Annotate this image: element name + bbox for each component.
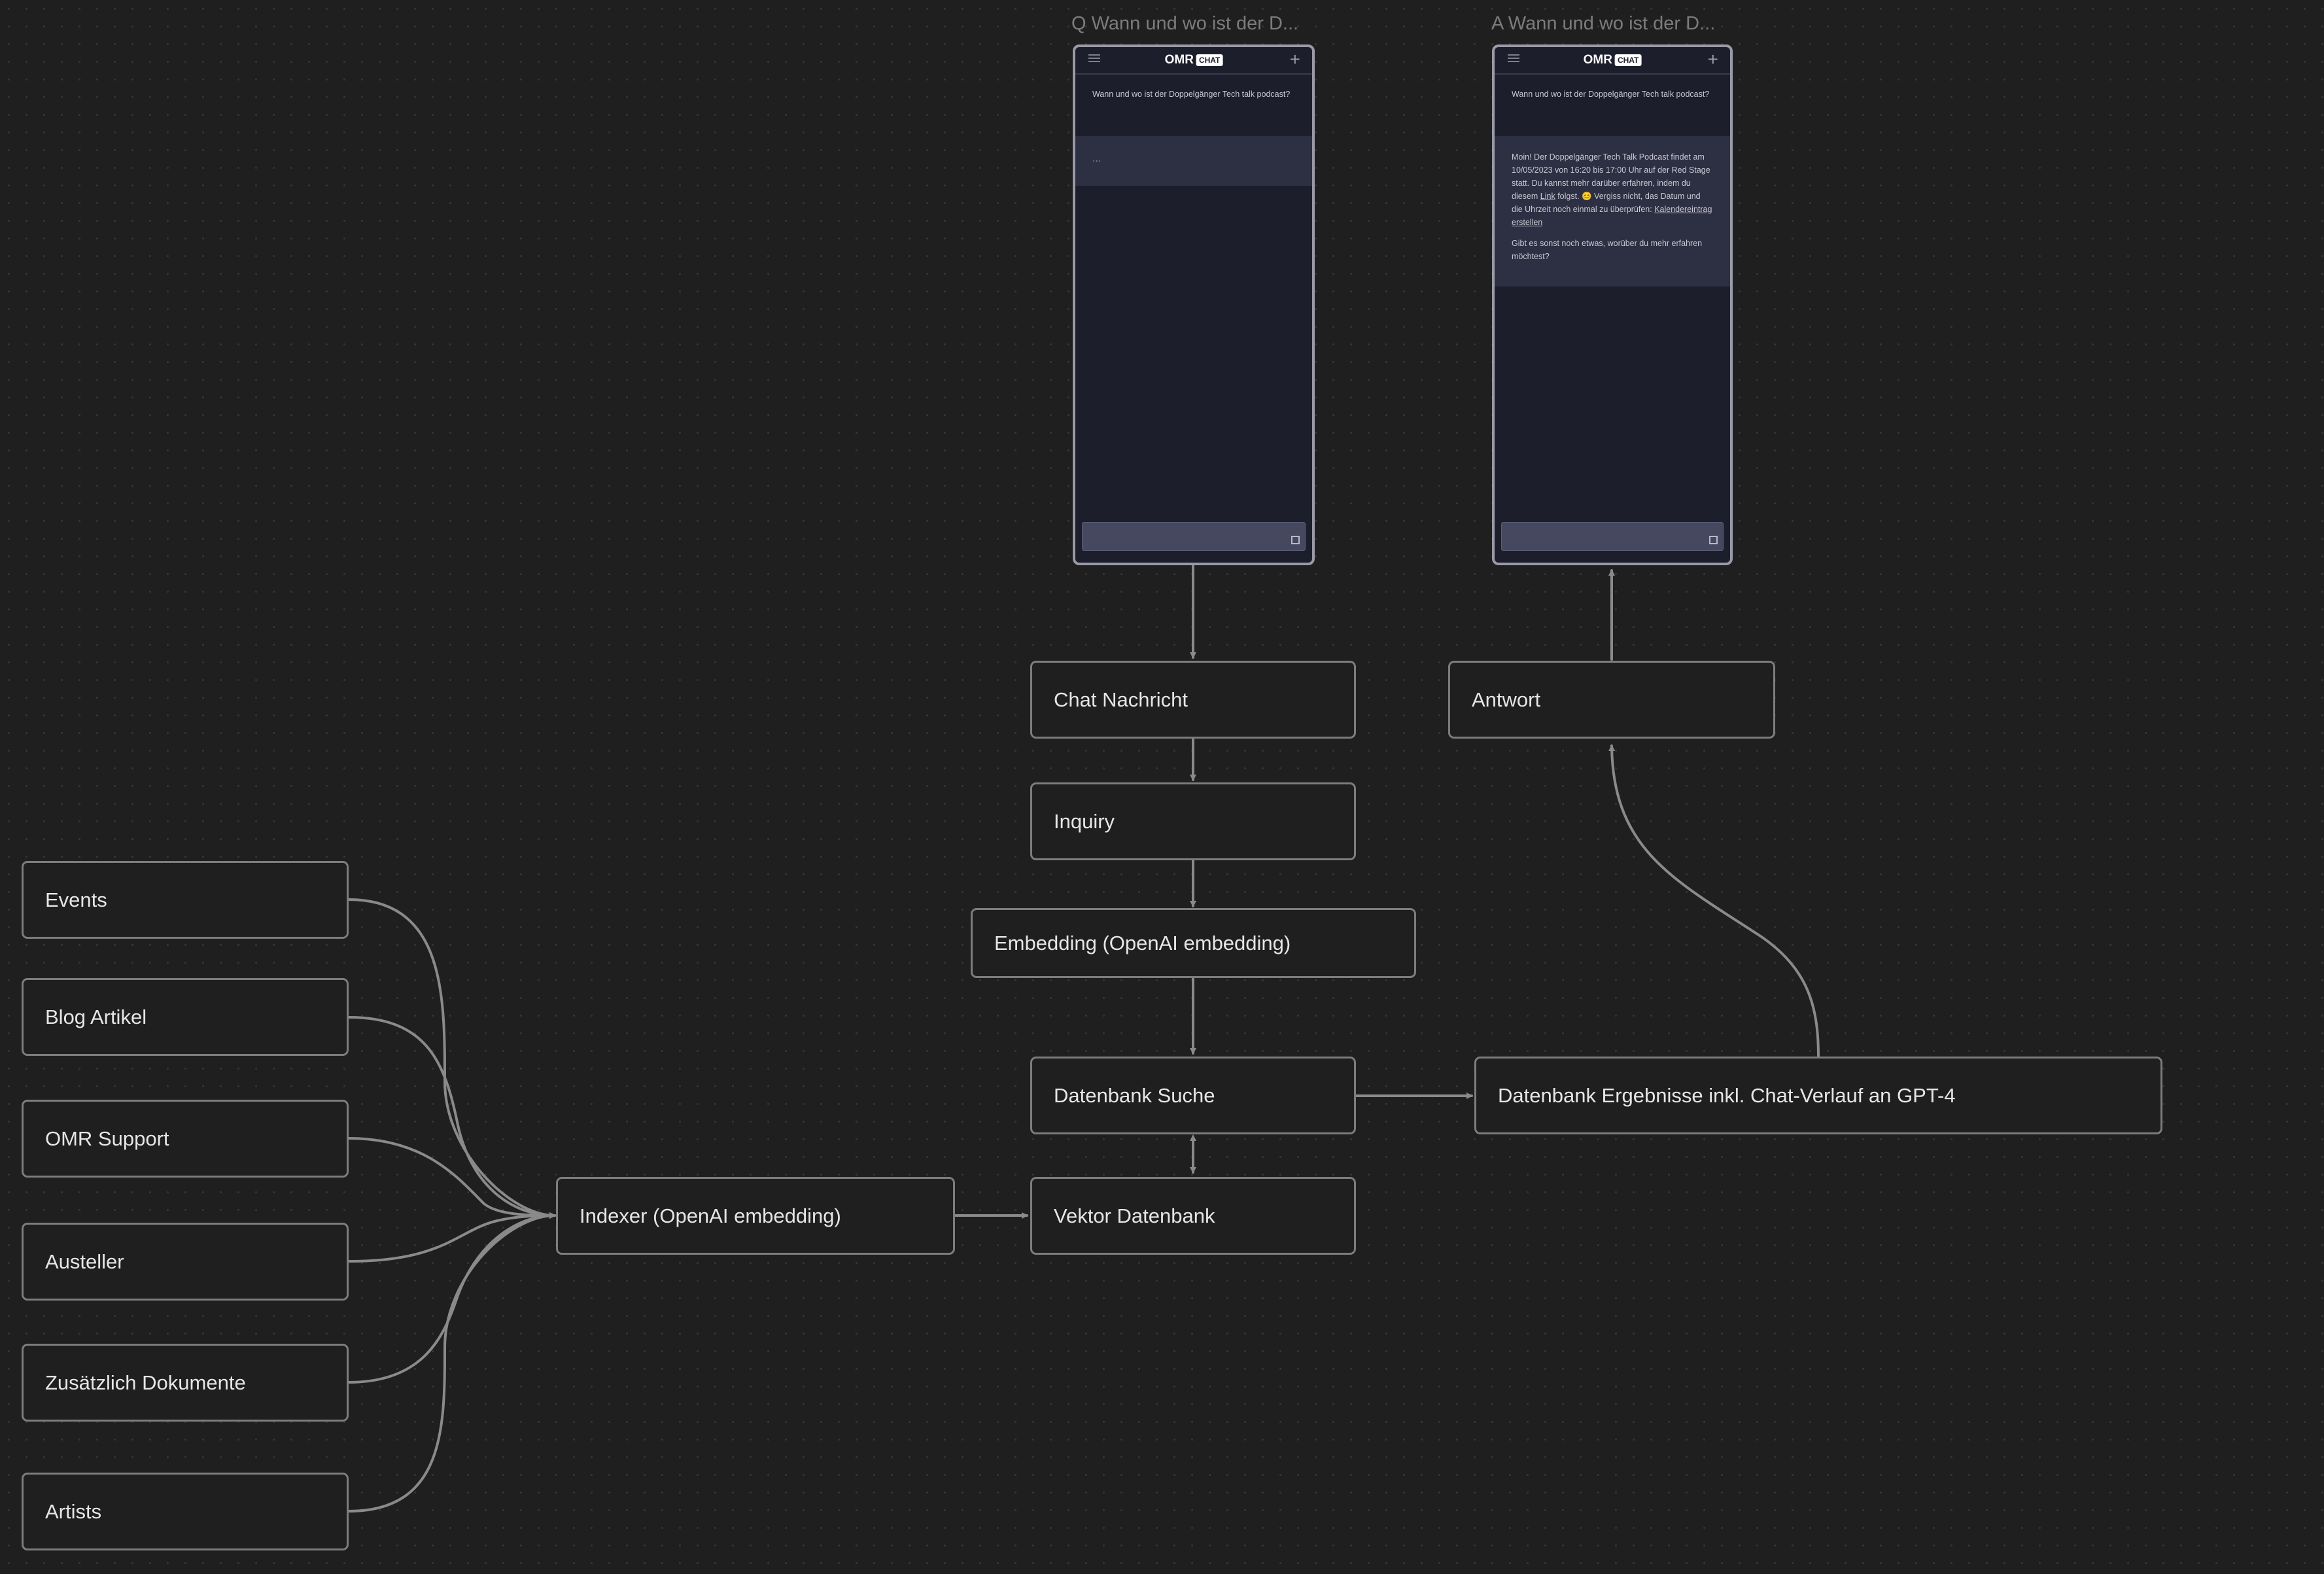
calendar-link[interactable]: Kalendereintrag erstellen xyxy=(1512,205,1712,227)
edge-support-indexer xyxy=(347,1137,556,1219)
answer-link[interactable]: Link xyxy=(1540,192,1555,201)
answer-phone-frame[interactable]: OMR CHAT + Wann und wo ist der Doppelgän… xyxy=(1492,44,1733,565)
plus-icon[interactable]: + xyxy=(1707,49,1718,69)
node-artists[interactable]: Artists xyxy=(22,1473,349,1550)
node-indexer[interactable]: Indexer (OpenAI embedding) xyxy=(556,1177,955,1255)
user-question: Wann und wo ist der Doppelgänger Tech ta… xyxy=(1512,90,1710,99)
omr-chat-logo: OMR CHAT xyxy=(1165,53,1223,67)
typing-bubble: ... xyxy=(1075,136,1312,186)
node-antwort[interactable]: Antwort xyxy=(1448,661,1775,739)
edge-ergebnisse-antwort xyxy=(1608,744,1820,1058)
node-datenbank-ergebnisse[interactable]: Datenbank Ergebnisse inkl. Chat-Verlauf … xyxy=(1474,1057,2162,1134)
edge-events-indexer xyxy=(347,898,556,1219)
omr-chat-logo: OMR CHAT xyxy=(1584,53,1642,67)
node-events[interactable]: Events xyxy=(22,861,349,939)
phone-header: OMR CHAT + xyxy=(1495,47,1730,75)
typing-indicator: ... xyxy=(1092,153,1101,164)
bot-answer-text: Moin! Der Doppelgänger Tech Talk Podcast… xyxy=(1495,136,1730,263)
phone-header: OMR CHAT + xyxy=(1075,47,1312,75)
menu-icon[interactable] xyxy=(1508,54,1519,63)
bot-answer: Moin! Der Doppelgänger Tech Talk Podcast… xyxy=(1495,136,1730,287)
node-vektor-datenbank[interactable]: Vektor Datenbank xyxy=(1030,1177,1356,1255)
node-zusaetzlich-dokumente[interactable]: Zusätzlich Dokumente xyxy=(22,1344,349,1422)
edge-dokumente-indexer xyxy=(347,1212,556,1384)
edge-artists-indexer xyxy=(347,1212,556,1513)
send-icon[interactable] xyxy=(1291,536,1300,544)
node-omr-support[interactable]: OMR Support xyxy=(22,1100,349,1178)
answer-followup: Gibt es sonst noch etwas, worüber du meh… xyxy=(1512,239,1703,261)
node-austeller[interactable]: Austeller xyxy=(22,1223,349,1301)
send-icon[interactable] xyxy=(1709,536,1718,544)
node-blog-artikel[interactable]: Blog Artikel xyxy=(22,978,349,1056)
edge-blog-indexer xyxy=(347,1016,556,1219)
question-phone-frame[interactable]: OMR CHAT + Wann und wo ist der Doppelgän… xyxy=(1073,44,1315,565)
question-frame-label: Q Wann und wo ist der D... xyxy=(1071,13,1299,34)
node-chat-nachricht[interactable]: Chat Nachricht xyxy=(1030,661,1356,739)
plus-icon[interactable]: + xyxy=(1289,49,1300,69)
edge-aussteller-indexer xyxy=(347,1212,556,1263)
node-datenbank-suche[interactable]: Datenbank Suche xyxy=(1030,1057,1356,1134)
node-inquiry[interactable]: Inquiry xyxy=(1030,782,1356,860)
node-embedding[interactable]: Embedding (OpenAI embedding) xyxy=(971,908,1416,978)
message-input[interactable] xyxy=(1501,522,1724,551)
user-question: Wann und wo ist der Doppelgänger Tech ta… xyxy=(1092,90,1291,99)
message-input[interactable] xyxy=(1082,522,1306,551)
menu-icon[interactable] xyxy=(1088,54,1100,63)
answer-frame-label: A Wann und wo ist der D... xyxy=(1491,13,1716,34)
